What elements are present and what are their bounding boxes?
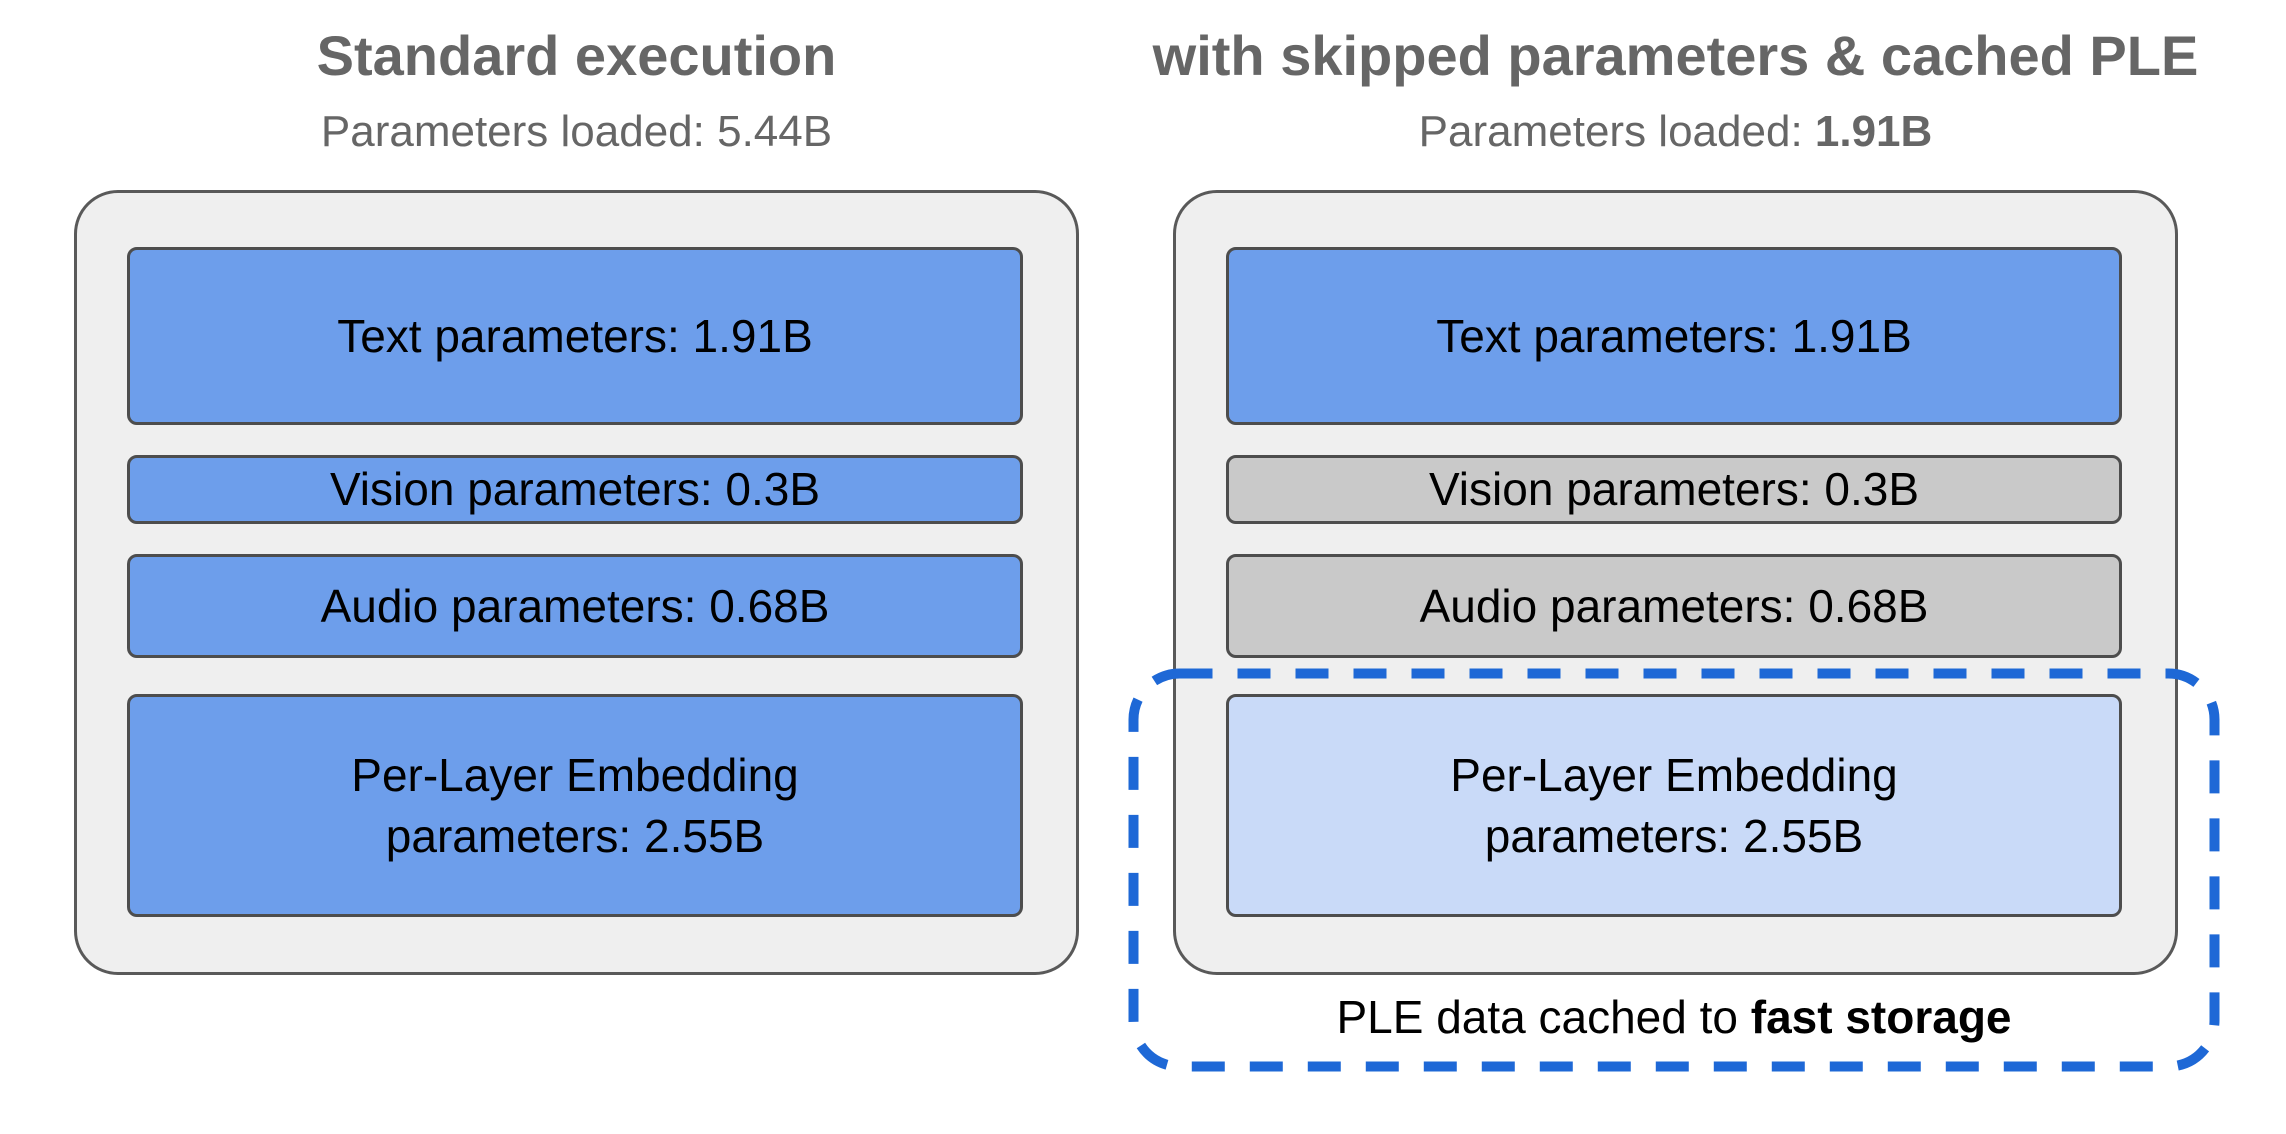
param-box-label: Audio parameters: 0.68B (320, 579, 830, 632)
param-box-audio: Audio parameters: 0.68B (127, 554, 1023, 658)
subtitle-label: Parameters loaded: (1418, 107, 1815, 156)
param-box-vision-skipped: Vision parameters: 0.3B (1226, 455, 2122, 524)
param-box-label-line2: parameters: 2.55B (385, 809, 765, 862)
param-box-text: Text parameters: 1.91B (1226, 247, 2122, 425)
model-container-skipped-cached: Text parameters: 1.91B Vision parameters… (1173, 190, 2178, 975)
param-box-label: Text parameters: 1.91B (337, 309, 813, 362)
panel-title-standard: Standard execution (316, 24, 837, 87)
param-box-label: Text parameters: 1.91B (1436, 309, 1912, 362)
param-box-label-line1: Per-Layer Embedding (1450, 748, 1898, 801)
panel-subtitle-standard: Parameters loaded: 5.44B (74, 106, 1079, 159)
param-box-label-line2: parameters: 2.55B (1484, 809, 1864, 862)
panel-standard-execution: Standard execution Parameters loaded: 5.… (74, 0, 1079, 1134)
param-box-text: Text parameters: 1.91B (127, 247, 1023, 425)
model-container-standard: Text parameters: 1.91B Vision parameters… (74, 190, 1079, 975)
param-box-per-layer-embedding: Per-Layer Embedding parameters: 2.55B (127, 694, 1023, 917)
panel-skipped-cached-ple: with skipped parameters & cached PLE Par… (1128, 0, 2220, 1134)
caption-text-bold: fast storage (1750, 991, 2012, 1043)
param-box-label: Audio parameters: 0.68B (1419, 579, 1929, 632)
panel-title-skipped-cached: with skipped parameters & cached PLE (1152, 24, 2199, 87)
param-box-label: Vision parameters: 0.3B (1428, 463, 1920, 516)
param-box-vision: Vision parameters: 0.3B (127, 455, 1023, 524)
param-box-label: Vision parameters: 0.3B (329, 463, 821, 516)
panel-subtitle-skipped-cached: Parameters loaded: 1.91B (1173, 106, 2178, 159)
subtitle-label: Parameters loaded: (320, 107, 718, 156)
caption-text: PLE data cached to (1336, 991, 1751, 1043)
param-box-per-layer-embedding-cached: Per-Layer Embedding parameters: 2.55B (1226, 694, 2122, 917)
param-box-audio-skipped: Audio parameters: 0.68B (1226, 554, 2122, 658)
subtitle-value: 1.91B (1814, 107, 1933, 156)
subtitle-value: 5.44B (717, 107, 833, 156)
param-box-label-line1: Per-Layer Embedding (351, 748, 799, 801)
cached-ple-caption: PLE data cached to fast storage (1128, 990, 2220, 1045)
